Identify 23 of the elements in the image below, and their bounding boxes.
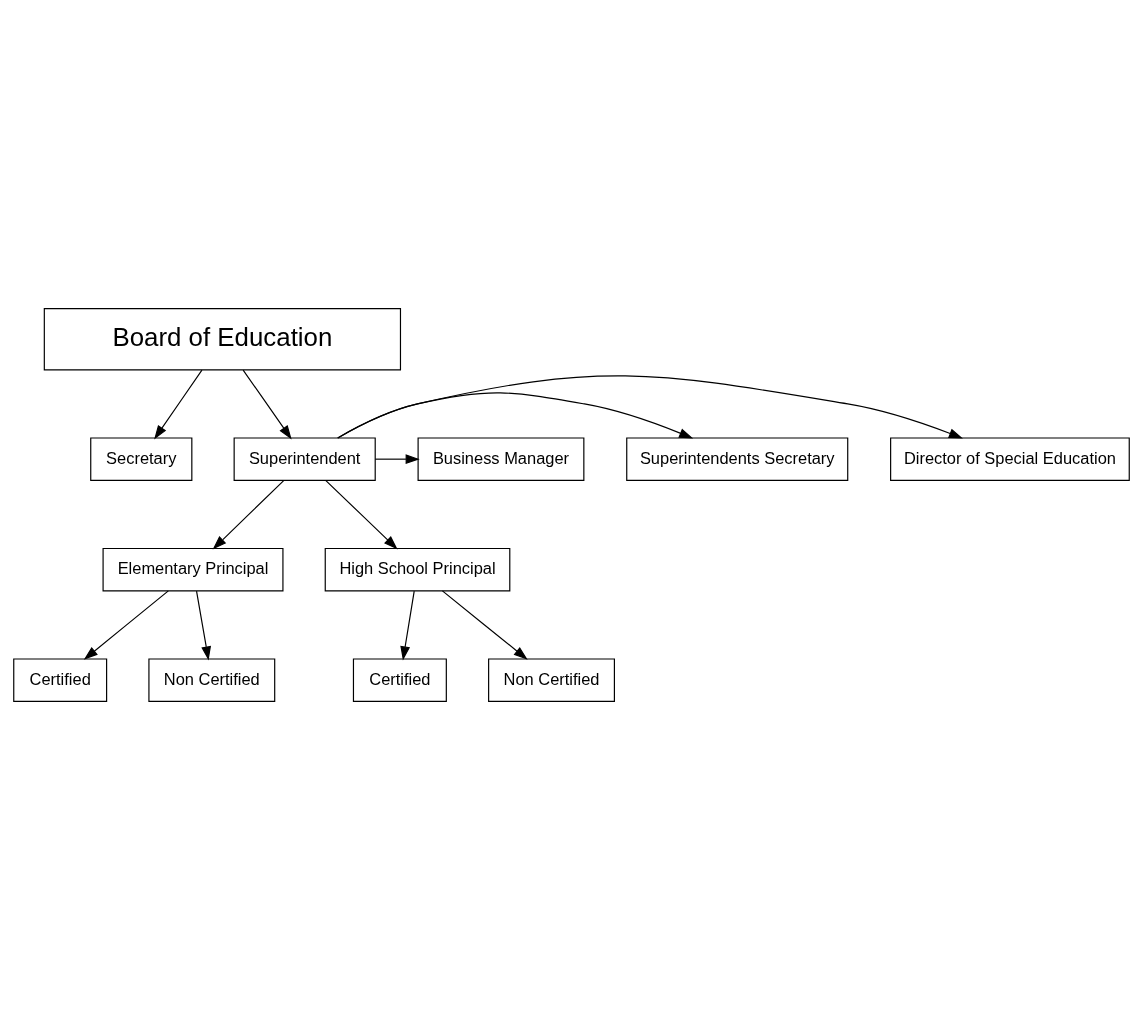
arrow — [337, 391, 694, 439]
node-box: Board of Education — [43, 307, 402, 370]
node-box: Certified — [13, 657, 108, 702]
arrow — [195, 590, 212, 660]
arrow — [337, 374, 963, 439]
node-box: Certified — [352, 657, 447, 702]
arrow — [242, 369, 292, 439]
node-box: Superintendent — [233, 436, 376, 481]
node-box: Non Certified — [148, 657, 276, 702]
node-box: High School Principal — [324, 547, 511, 591]
node-box: Non Certified — [488, 657, 615, 702]
node-box: Business Manager — [417, 436, 585, 481]
arrow — [83, 589, 169, 660]
node-box: Superintendents Secretary — [626, 436, 849, 481]
node-box: Elementary Principal — [102, 547, 284, 591]
arrow — [441, 589, 528, 660]
node-box: Director of Special Education — [890, 436, 1130, 481]
arrow — [374, 453, 420, 464]
arrow — [325, 479, 398, 549]
node-box: Secretary — [90, 436, 193, 481]
arrow — [154, 369, 203, 439]
arrow — [212, 479, 285, 549]
arrow — [400, 590, 415, 660]
